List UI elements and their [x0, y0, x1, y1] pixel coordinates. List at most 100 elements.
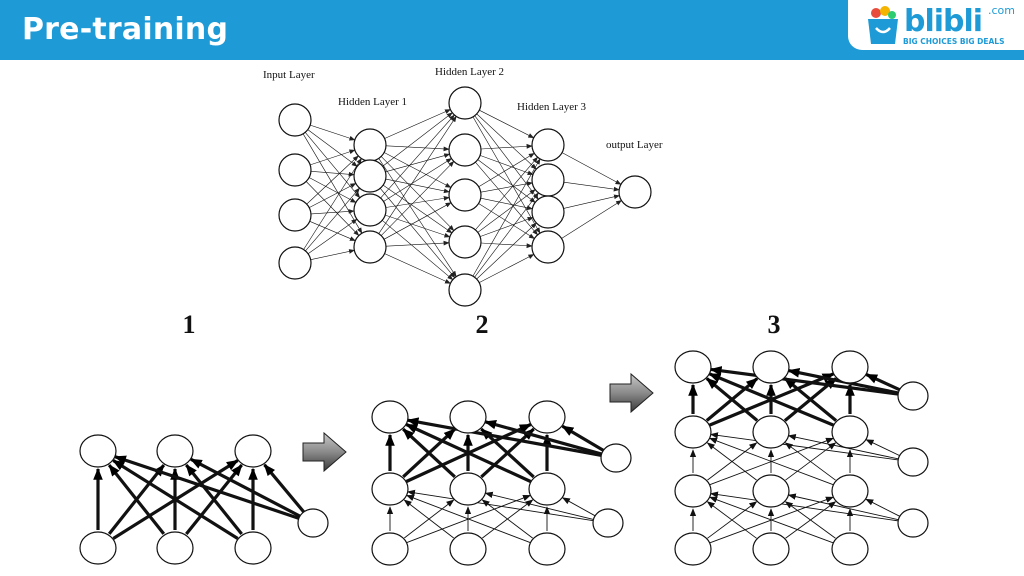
connection-line: [305, 187, 360, 252]
step-arrow-icon: [609, 372, 654, 414]
connection-line: [475, 156, 538, 230]
connection-line: [382, 112, 453, 167]
bias-arrow: [787, 493, 900, 521]
connection-line: [385, 214, 451, 238]
hidden-3-node: [531, 195, 565, 229]
connection-line: [303, 157, 362, 250]
connection-line: [383, 158, 453, 202]
connection-line: [310, 124, 356, 141]
neuron-node: [449, 472, 487, 506]
connection-line: [307, 218, 358, 255]
trained-weight-arrow: [480, 427, 535, 479]
connection-line: [378, 115, 457, 234]
neuron-node: [234, 434, 272, 468]
input-node: [278, 246, 312, 280]
neuron-node: [528, 532, 566, 566]
step-number-3: 3: [768, 310, 781, 339]
hidden-1-node: [353, 159, 387, 193]
connection-line: [475, 162, 538, 236]
connection-line: [307, 129, 358, 167]
connection-line: [379, 188, 456, 279]
trained-weight-arrow: [708, 372, 835, 427]
connection-line: [477, 159, 536, 203]
connection-line: [479, 155, 534, 176]
fixed-weight-arrow: [709, 437, 834, 486]
neuron-node: [371, 532, 409, 566]
connection-line: [480, 143, 533, 150]
trained-weight-arrow: [112, 459, 239, 540]
hidden-3-node: [531, 128, 565, 162]
connection-line: [384, 253, 451, 284]
neuron-node: [371, 472, 409, 506]
logo-suffix: .com: [988, 4, 1015, 17]
step-number-2: 2: [476, 310, 489, 339]
hidden-2-node: [448, 178, 482, 212]
bias-arrow: [113, 455, 301, 521]
bias-node: [897, 447, 929, 477]
hidden-1-node: [353, 193, 387, 227]
bias-node: [600, 443, 632, 473]
trained-weight-arrow: [185, 463, 243, 536]
hidden-2-node: [448, 86, 482, 120]
input-node: [278, 103, 312, 137]
bias-arrow: [406, 417, 603, 458]
trained-weight-arrow: [783, 377, 838, 422]
fixed-weight-arrow: [709, 496, 834, 544]
connection-line: [478, 152, 535, 187]
connection-line: [479, 254, 535, 283]
bias-arrow: [865, 439, 901, 457]
fixed-weight-arrow: [706, 501, 757, 539]
connection-line: [309, 183, 357, 208]
connection-line: [310, 171, 355, 177]
connection-line: [480, 197, 533, 211]
neuron-node: [752, 532, 790, 566]
connection-line: [383, 202, 452, 240]
trained-weight-arrow: [402, 428, 456, 478]
connection-line: [378, 158, 457, 278]
neuron-node: [234, 531, 272, 565]
connection-line: [479, 109, 535, 139]
page-title: Pre-training: [22, 12, 229, 47]
connection-line: [478, 203, 535, 239]
output-layer-label: output Layer: [606, 139, 663, 151]
bias-arrow: [263, 463, 306, 514]
connection-line: [310, 209, 355, 215]
bias-arrow: [710, 432, 900, 461]
neuron-node: [752, 350, 790, 384]
shopping-bag-icon: [868, 6, 898, 44]
hidden-layer-1-label: Hidden Layer 1: [338, 96, 407, 108]
connection-line: [310, 149, 356, 166]
connection-line: [385, 195, 450, 208]
connection-line: [474, 115, 539, 200]
hidden-2-node: [448, 273, 482, 307]
hidden-3-node: [531, 230, 565, 264]
connection-line: [476, 222, 537, 280]
neuron-node: [449, 400, 487, 434]
connection-line: [384, 109, 451, 139]
bias-arrow: [865, 373, 901, 392]
connection-line: [382, 220, 454, 281]
output-node: [618, 175, 652, 209]
fixed-weight-arrow: [406, 494, 531, 544]
connection-line: [385, 178, 450, 194]
connection-line: [385, 145, 450, 152]
connection-line: [480, 181, 533, 193]
neuron-node: [528, 400, 566, 434]
connection-line: [310, 249, 355, 260]
connection-line: [476, 113, 537, 170]
connection-line: [304, 132, 361, 199]
fixed-weight-arrow: [784, 501, 836, 539]
logo-wordmark: blibli: [904, 4, 983, 39]
connection-line: [380, 156, 455, 232]
neuron-node: [831, 532, 869, 566]
connection-line: [309, 221, 356, 241]
bias-arrow: [407, 489, 595, 522]
bias-node: [897, 381, 929, 411]
neuron-node: [156, 434, 194, 468]
neuron-node: [752, 415, 790, 449]
hidden-2-node: [448, 133, 482, 167]
trained-weight-arrow: [107, 464, 166, 535]
bias-node: [592, 508, 624, 538]
hidden-2-node: [448, 225, 482, 259]
